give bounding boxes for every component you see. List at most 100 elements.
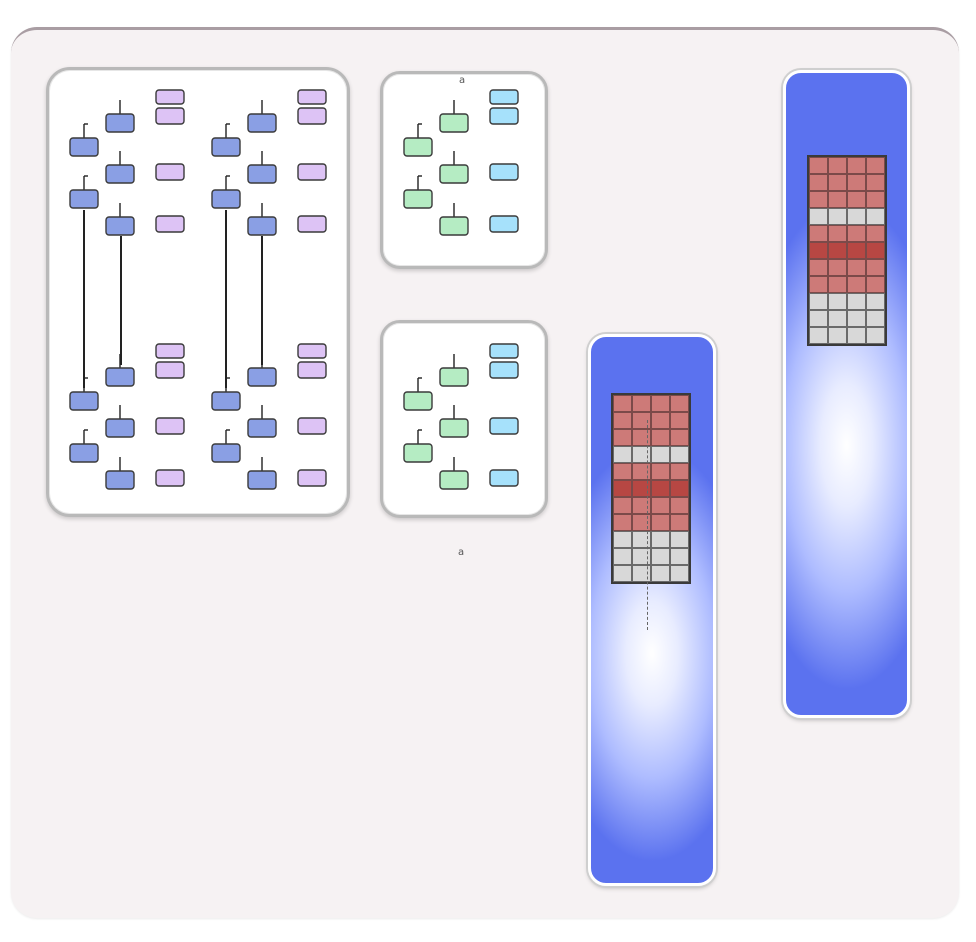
stack-cell <box>632 497 651 514</box>
stack-row <box>809 310 885 327</box>
stack-cell <box>632 395 651 412</box>
dotted-guide-line <box>647 420 648 630</box>
tree-node <box>247 164 277 184</box>
stack-row <box>809 191 885 208</box>
stack-row <box>809 157 885 174</box>
tree-leaf-node <box>155 163 185 181</box>
tree-node <box>105 164 135 184</box>
tree-leaf-node <box>155 469 185 487</box>
tree-node <box>105 113 135 133</box>
tree-leaf-node <box>155 89 185 105</box>
stack-row <box>809 242 885 259</box>
tree-leaf-node <box>297 163 327 181</box>
stack-row <box>613 395 689 412</box>
tree-leaf-node <box>489 343 519 359</box>
tree-node <box>403 391 433 411</box>
tree-leaf-node <box>155 417 185 435</box>
tree-node <box>211 137 241 157</box>
stack-cell <box>828 157 847 174</box>
stack-row <box>613 497 689 514</box>
stack-row <box>809 174 885 191</box>
stack-cell <box>651 446 670 463</box>
stack-row <box>809 327 885 344</box>
stack-cell <box>632 429 651 446</box>
tree-node <box>211 443 241 463</box>
stack-row <box>613 446 689 463</box>
stack-cell <box>651 395 670 412</box>
tree-leaf-node <box>297 417 327 435</box>
stack-cell <box>809 191 828 208</box>
stack-row <box>613 565 689 582</box>
tree-node <box>69 189 99 209</box>
stack-cell <box>613 514 632 531</box>
memory-stack-left <box>611 393 691 584</box>
tree-node <box>211 189 241 209</box>
stack-cell <box>828 225 847 242</box>
stack-cell <box>651 531 670 548</box>
stack-cell <box>613 497 632 514</box>
stack-cell <box>651 497 670 514</box>
stack-cell <box>866 174 885 191</box>
stack-cell <box>670 531 689 548</box>
stack-cell <box>613 429 632 446</box>
stack-cell <box>828 174 847 191</box>
stack-cell <box>809 157 828 174</box>
tree-node <box>69 443 99 463</box>
stack-cell <box>847 174 866 191</box>
stack-cell <box>651 514 670 531</box>
stack-cell <box>670 497 689 514</box>
tree-node <box>69 137 99 157</box>
stack-row <box>613 548 689 565</box>
stack-cell <box>651 429 670 446</box>
stack-cell <box>632 463 651 480</box>
tree-leaf-node <box>489 361 519 379</box>
stack-cell <box>847 208 866 225</box>
stack-cell <box>670 480 689 497</box>
tree-node <box>439 470 469 490</box>
tree-leaf-node <box>489 163 519 181</box>
tree-node <box>211 391 241 411</box>
stack-cell <box>651 412 670 429</box>
stray-mark-top: a <box>459 75 466 86</box>
stack-cell <box>670 514 689 531</box>
stack-row <box>809 293 885 310</box>
tree-node <box>105 418 135 438</box>
stack-row <box>809 208 885 225</box>
tree-node <box>403 443 433 463</box>
tree-node <box>439 164 469 184</box>
stack-cell <box>866 208 885 225</box>
stack-cell <box>651 463 670 480</box>
tree-leaf-node <box>297 107 327 125</box>
stack-cell <box>670 463 689 480</box>
tree-leaf-node <box>297 469 327 487</box>
stack-cell <box>632 531 651 548</box>
tree-leaf-node <box>155 107 185 125</box>
stack-cell <box>651 480 670 497</box>
stack-cell <box>809 327 828 344</box>
tree-node <box>105 216 135 236</box>
tree-leaf-node <box>489 107 519 125</box>
stack-row <box>809 276 885 293</box>
stack-cell <box>866 293 885 310</box>
stack-cell <box>613 463 632 480</box>
tree-node <box>439 367 469 387</box>
tree-leaf-node <box>297 343 327 359</box>
stack-cell <box>670 429 689 446</box>
stack-cell <box>828 310 847 327</box>
stack-cell <box>809 208 828 225</box>
stack-cell <box>866 310 885 327</box>
stack-cell <box>613 480 632 497</box>
stack-cell <box>866 225 885 242</box>
tree-leaf-node <box>489 215 519 233</box>
stack-row <box>613 480 689 497</box>
tree-node <box>439 418 469 438</box>
stack-cell <box>809 293 828 310</box>
stack-cell <box>670 548 689 565</box>
stack-cell <box>847 242 866 259</box>
stack-cell <box>866 259 885 276</box>
stack-cell <box>613 531 632 548</box>
stack-cell <box>613 412 632 429</box>
stack-cell <box>847 293 866 310</box>
stack-row <box>613 429 689 446</box>
